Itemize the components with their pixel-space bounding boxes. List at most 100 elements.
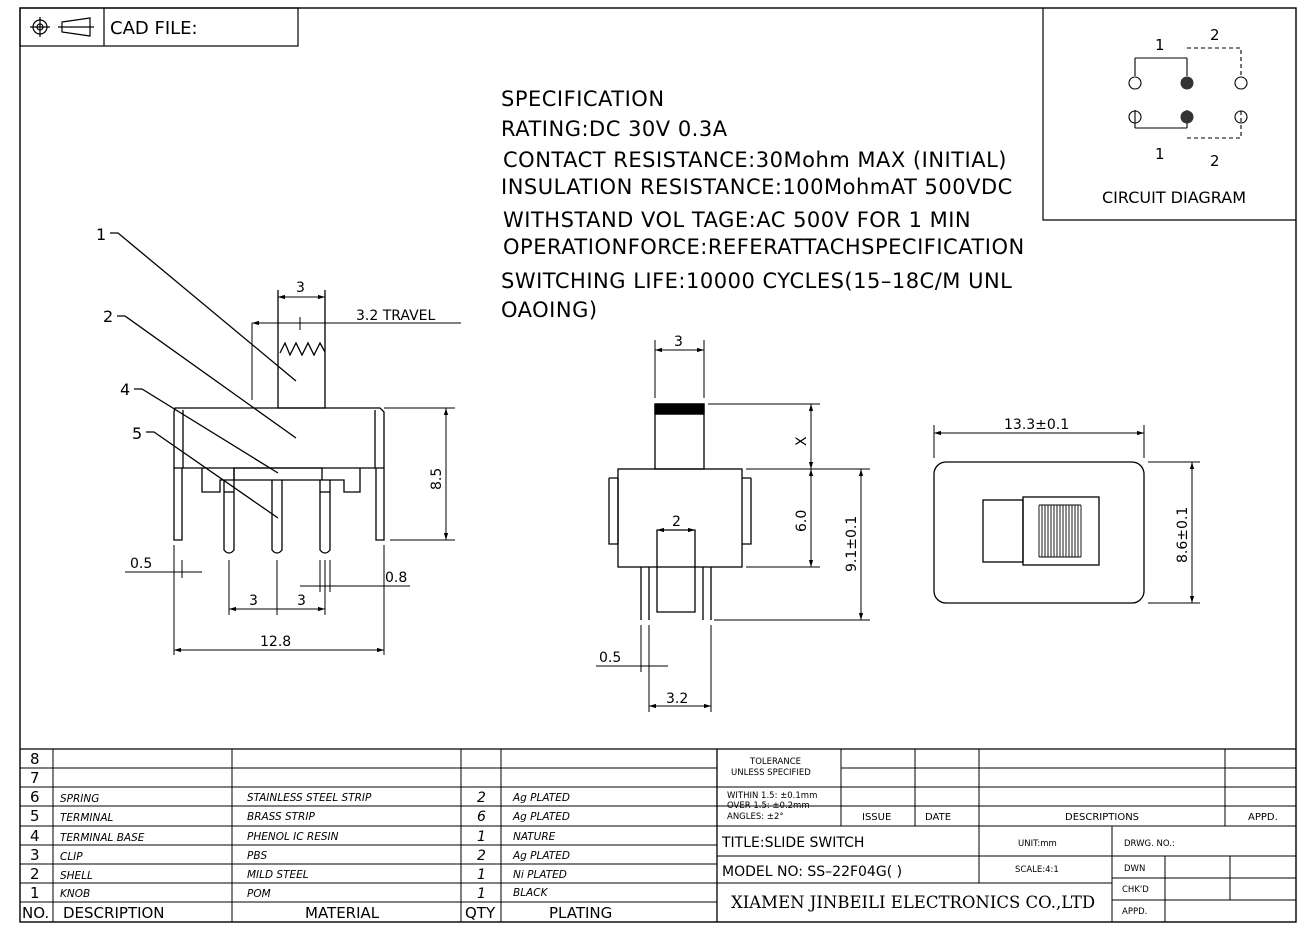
text-label: SHELL (60, 870, 93, 882)
table-row: 7 (30, 769, 40, 787)
dim-label: 13.3±0.1 (1004, 417, 1069, 433)
text-label: POM (247, 888, 271, 900)
text-label: DWN (1124, 864, 1145, 874)
circuit-pin-label: 1 (1155, 145, 1165, 163)
bom-header: NO. DESCRIPTION MATERIAL QTY PLATING (22, 904, 612, 922)
text-label: 6 (30, 788, 40, 806)
text-label: DRWG. NO.: (1124, 839, 1175, 849)
dim-label: 0.8 (385, 570, 407, 586)
dim-label: X (794, 436, 810, 446)
spec-line: OAOING) (501, 298, 598, 322)
dim-label: 3.2 TRAVEL (356, 308, 436, 324)
spec-line: WITHSTAND VOL TAGE:AC 500V FOR 1 MIN (503, 208, 971, 232)
company-name: XIAMEN JINBEILI ELECTRONICS CO.,LTD (731, 893, 1095, 912)
table-row: 1 KNOB POM 1 BLACK (30, 884, 549, 902)
table-row: 5 TERMINAL BRASS STRIP 6 Ag PLATED (30, 807, 570, 825)
text-label: WITHIN 1.5: ±0.1mm (727, 791, 817, 801)
text-label: TERMINAL BASE (60, 832, 145, 844)
common-contact-dot (1180, 110, 1194, 124)
circuit-diagram: 1 2 1 2 CIRCUIT DIAGRAM (1042, 8, 1296, 221)
text-label: BLACK (513, 887, 549, 899)
text-label: 2 (477, 848, 486, 864)
text-label: UNIT:mm (1018, 839, 1057, 849)
table-row: 4 TERMINAL BASE PHENOL IC RESIN 1 NATURE (30, 827, 556, 845)
dim-label: 3 (674, 334, 683, 350)
front-view (110, 232, 461, 655)
text-label: SPRING (60, 793, 99, 805)
dim-label: 3 (297, 593, 306, 609)
text-label: DESCRIPTION (63, 904, 165, 922)
text-label: QTY (465, 904, 496, 922)
title-block-text: TOLERANCE UNLESS SPECIFIED WITHIN 1.5: ±… (721, 757, 1278, 917)
text-label: TOLERANCE (749, 757, 801, 767)
circuit-diagram-label: CIRCUIT DIAGRAM (1102, 188, 1246, 207)
text-label: PBS (247, 850, 268, 862)
text-label: APPD. (1248, 812, 1278, 823)
text-label: 4 (30, 827, 40, 845)
sheet-border (19, 7, 1297, 923)
text-label: STAINLESS STEEL STRIP (247, 792, 372, 804)
common-contact-dot (1180, 76, 1194, 90)
text-label: Ag PLATED (512, 792, 570, 804)
callout-label: 5 (132, 424, 142, 443)
cad-file-box: CAD FILE: (19, 7, 299, 47)
text-label: ANGLES: ±2° (727, 812, 784, 822)
spec-line: SWITCHING LIFE:10000 CYCLES(15–18C/M UNL (501, 269, 1012, 293)
text-label: NO. (22, 904, 49, 922)
text-label: Ag PLATED (512, 850, 570, 862)
specification-block: SPECIFICATION RATING:DC 30V 0.3A CONTACT… (501, 87, 1025, 322)
top-view (933, 425, 1200, 604)
text-label: 7 (30, 769, 40, 787)
text-label: 1 (477, 867, 486, 883)
text-label: UNLESS SPECIFIED (731, 768, 811, 778)
text-label: CLIP (60, 851, 83, 863)
projection-symbol-icon (30, 17, 94, 37)
table-row: 8 (30, 750, 40, 768)
dim-label: 3.2 (666, 691, 688, 707)
text-label: OVER 1.5: ±0.2mm (727, 801, 810, 811)
text-label: MILD STEEL (247, 869, 309, 881)
spec-line: CONTACT RESISTANCE:30Mohm MAX (INITIAL) (503, 148, 1007, 172)
circuit-pin-label: 2 (1210, 26, 1220, 44)
text-label: SCALE:4:1 (1015, 865, 1059, 875)
spec-title: SPECIFICATION (501, 87, 665, 111)
dim-label: 3 (249, 593, 258, 609)
table-row: 6 SPRING STAINLESS STEEL STRIP 2 Ag PLAT… (30, 788, 570, 806)
text-label: DATE (925, 812, 951, 823)
cad-file-label: CAD FILE: (110, 18, 198, 39)
dim-label: 0.5 (599, 650, 621, 666)
callout-label: 1 (96, 225, 106, 244)
bom-table (20, 748, 1296, 922)
text-label: BRASS STRIP (247, 811, 315, 823)
text-label: 2 (477, 790, 486, 806)
title-block (717, 749, 1296, 922)
text-label: DESCRIPTIONS (1065, 812, 1139, 823)
table-row: 2 SHELL MILD STEEL 1 Ni PLATED (30, 865, 567, 883)
text-label: 3 (30, 846, 40, 864)
text-label: 1 (30, 884, 40, 902)
text-label: MATERIAL (305, 904, 380, 922)
spec-line: OPERATIONFORCE:REFERATTACHSPECIFICATION (503, 235, 1025, 259)
text-label: PLATING (549, 904, 612, 922)
dim-label: 6.0 (794, 510, 810, 532)
text-label: KNOB (60, 888, 90, 900)
text-label: 2 (30, 865, 40, 883)
dim-label: 12.8 (260, 634, 291, 650)
bom-rows: 8 7 6 SPRING STAINLESS STEEL STRIP 2 Ag … (22, 750, 612, 922)
dim-label: 3 (296, 280, 305, 296)
dim-label: 8.5 (429, 468, 445, 490)
dim-label: 8.6±0.1 (1175, 507, 1191, 563)
circuit-pin-label: 2 (1210, 152, 1220, 170)
dim-label: 9.1±0.1 (844, 516, 860, 572)
dim-label: 0.5 (130, 556, 152, 572)
callout-label: 2 (103, 307, 113, 326)
text-label: CHK'D (1122, 885, 1149, 895)
text-label: 6 (477, 809, 486, 825)
spec-line: RATING:DC 30V 0.3A (501, 117, 728, 141)
text-label: 8 (30, 750, 40, 768)
model-number: MODEL NO: SS–22F04G( ) (722, 864, 902, 880)
table-row: 3 CLIP PBS 2 Ag PLATED (30, 846, 570, 864)
text-label: Ni PLATED (513, 869, 567, 881)
text-label: NATURE (513, 831, 556, 843)
